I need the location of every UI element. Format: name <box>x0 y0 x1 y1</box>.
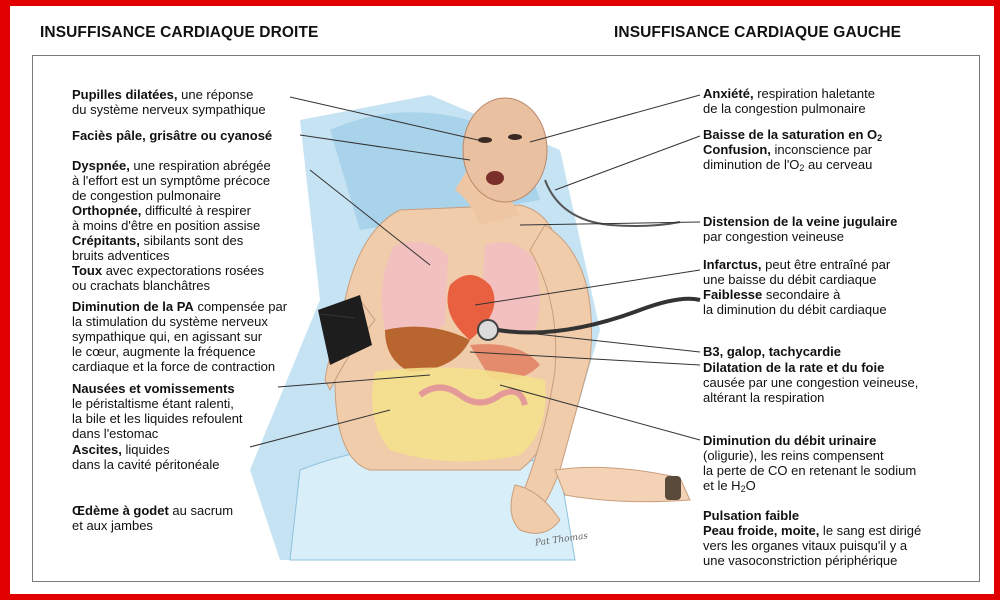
note-pa-line3: sympathique qui, en agissant sur <box>72 329 287 344</box>
note-pupilles-rest: une réponse <box>178 87 254 102</box>
note-pa-line4: le cœur, augmente la fréquence <box>72 344 287 359</box>
note-ascites-line2: dans la cavité péritonéale <box>72 457 219 472</box>
note-faiblesse-rest: secondaire à <box>762 287 840 302</box>
note-urinaire-bold: Diminution du débit urinaire <box>703 433 876 448</box>
note-ascites-bold: Ascites, <box>72 442 122 457</box>
note-facies-bold: Faciès pâle, grisâtre ou cyanosé <box>72 128 272 143</box>
note-peau-bold: Peau froide, moite, <box>703 523 819 538</box>
note-oedeme-line2: et aux jambes <box>72 518 233 533</box>
note-orthopnee-rest: difficulté à respirer <box>141 203 251 218</box>
note-peau-rest: le sang est dirigé <box>819 523 921 538</box>
note-pulsation-line3: vers les organes vitaux puisqu'il y a <box>703 538 921 553</box>
note-dyspnee-rest: une respiration abrégée <box>130 158 271 173</box>
note-nausees-line3: la bile et les liquides refoulent <box>72 411 243 426</box>
note-pa-bold: Diminution de la PA <box>72 299 194 314</box>
note-saturation-bold: Baisse de la saturation en O <box>703 127 877 142</box>
note-facies: Faciès pâle, grisâtre ou cyanosé <box>72 128 272 143</box>
note-dyspnee-line5: à moins d'être en position assise <box>72 218 271 233</box>
note-saturation-sub: 2 <box>877 133 882 143</box>
lung-left <box>382 242 448 334</box>
note-pa: Diminution de la PA compensée par la sti… <box>72 299 287 374</box>
note-pupilles-line2: du système nerveux sympathique <box>72 102 266 117</box>
note-oedeme-rest: au sacrum <box>169 503 233 518</box>
note-urinaire: Diminution du débit urinaire (oligurie),… <box>703 433 916 493</box>
note-orthopnee-bold: Orthopnée, <box>72 203 141 218</box>
note-urinaire-line3: la perte de CO en retenant le sodium <box>703 463 916 478</box>
stethoscope-head <box>478 320 498 340</box>
note-dyspnee-bold: Dyspnée, <box>72 158 130 173</box>
note-anxiete-bold: Anxiété, <box>703 86 754 101</box>
note-dilatation-line3: altérant la respiration <box>703 390 918 405</box>
abdomen <box>372 368 546 462</box>
note-confusion-rest: inconscience par <box>771 142 872 157</box>
mouth <box>486 171 504 185</box>
note-toux-bold: Toux <box>72 263 102 278</box>
note-anxiete-rest: respiration haletante <box>754 86 875 101</box>
note-pa-line5: cardiaque et la force de contraction <box>72 359 287 374</box>
note-dyspnee-line3: de congestion pulmonaire <box>72 188 271 203</box>
note-urinaire-line4: et le H <box>703 478 741 493</box>
note-dilatation-line2: causée par une congestion veineuse, <box>703 375 918 390</box>
note-b3: B3, galop, tachycardie <box>703 344 841 359</box>
note-saturation-line3-post: au cerveau <box>804 157 872 172</box>
note-anxiete: Anxiété, respiration haletante de la con… <box>703 86 875 116</box>
note-b3-bold: B3, galop, tachycardie <box>703 344 841 359</box>
note-nausees: Nausées et vomissements le péristaltisme… <box>72 381 243 441</box>
note-ascites-rest: liquides <box>122 442 170 457</box>
note-crepitants-bold: Crépitants, <box>72 233 140 248</box>
note-infarctus-line4: la diminution du débit cardiaque <box>703 302 890 317</box>
note-jugulaire-bold: Distension de la veine jugulaire <box>703 214 897 229</box>
note-jugulaire-line2: par congestion veineuse <box>703 229 897 244</box>
note-anxiete-line2: de la congestion pulmonaire <box>703 101 875 116</box>
note-saturation-line3: diminution de l'O <box>703 157 799 172</box>
note-oedeme: Œdème à godet au sacrum et aux jambes <box>72 503 233 533</box>
head <box>463 98 547 202</box>
note-nausees-bold: Nausées et vomissements <box>72 381 235 396</box>
note-dyspnee-line7: bruits adventices <box>72 248 271 263</box>
note-ascites: Ascites, liquides dans la cavité périton… <box>72 442 219 472</box>
note-pulsation-bold: Pulsation faible <box>703 508 799 523</box>
note-confusion-bold: Confusion, <box>703 142 771 157</box>
note-dyspnee-line2: à l'effort est un symptôme précoce <box>72 173 271 188</box>
note-dilatation: Dilatation de la rate et du foie causée … <box>703 360 918 405</box>
note-urinaire-line4-post: O <box>746 478 756 493</box>
eye-left <box>478 137 492 143</box>
note-pupilles-bold: Pupilles dilatées, <box>72 87 178 102</box>
note-dyspnee-line9: ou crachats blanchâtres <box>72 278 271 293</box>
note-dyspnee: Dyspnée, une respiration abrégée à l'eff… <box>72 158 271 293</box>
eye-right <box>508 134 522 140</box>
note-infarctus-line2: une baisse du débit cardiaque <box>703 272 890 287</box>
watch <box>665 476 681 500</box>
note-oedeme-bold: Œdème à godet <box>72 503 169 518</box>
note-saturation: Baisse de la saturation en O2 Confusion,… <box>703 127 882 172</box>
note-pupilles: Pupilles dilatées, une réponse du systèm… <box>72 87 266 117</box>
note-pulsation-line4: une vasoconstriction périphérique <box>703 553 921 568</box>
note-infarctus-rest: peut être entraîné par <box>762 257 891 272</box>
note-infarctus-bold: Infarctus, <box>703 257 762 272</box>
note-pa-rest: compensée par <box>194 299 287 314</box>
note-toux-rest: avec expectorations rosées <box>102 263 264 278</box>
note-pa-line2: la stimulation du système nerveux <box>72 314 287 329</box>
note-nausees-line2: le péristaltisme étant ralenti, <box>72 396 243 411</box>
note-faiblesse-bold: Faiblesse <box>703 287 762 302</box>
note-nausees-line4: dans l'estomac <box>72 426 243 441</box>
note-infarctus: Infarctus, peut être entraîné par une ba… <box>703 257 890 317</box>
note-crepitants-rest: sibilants sont des <box>140 233 243 248</box>
note-pulsation: Pulsation faible Peau froide, moite, le … <box>703 508 921 568</box>
note-urinaire-line2: (oligurie), les reins compensent <box>703 448 916 463</box>
note-jugulaire: Distension de la veine jugulaire par con… <box>703 214 897 244</box>
note-dilatation-bold: Dilatation de la rate et du foie <box>703 360 884 375</box>
